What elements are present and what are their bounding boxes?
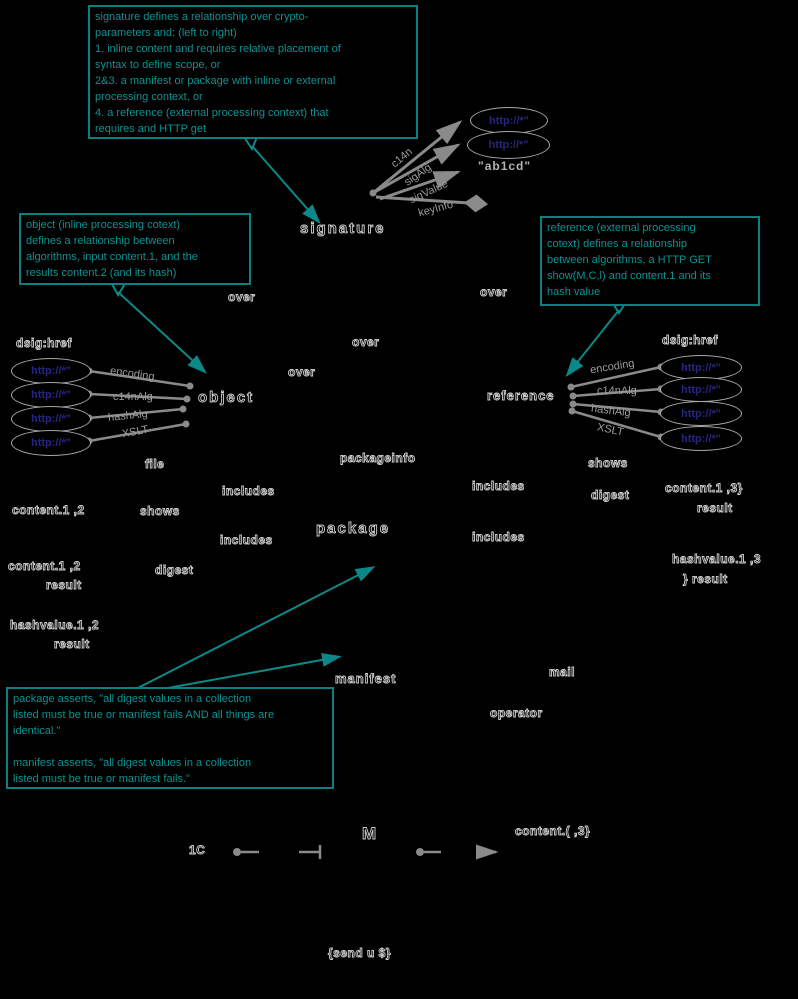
mail-label: mail — [549, 665, 576, 680]
url-ellipse: http://*" — [467, 131, 550, 159]
result-label: result — [54, 637, 90, 652]
shows-label: shows — [588, 456, 628, 471]
url-value: http://*" — [30, 365, 72, 377]
digest-label: digest — [591, 488, 630, 503]
url-value: http://*" — [680, 383, 722, 396]
manifest-node: manifest — [335, 671, 397, 687]
content-label: content.1 ,2 — [12, 503, 85, 518]
url-ellipse: http://*" — [660, 401, 742, 426]
content-label: content.1 ,2 — [8, 559, 81, 574]
operator-label: operator — [490, 706, 543, 721]
object-node: object — [198, 389, 255, 407]
url-ellipse: http://*" — [11, 382, 91, 408]
over-label: over — [228, 290, 256, 305]
includes-label: includes — [472, 479, 525, 494]
hashvalue-label: hashvalue.1 ,3 — [672, 552, 762, 567]
signature-value-literal: "ab1cd" — [478, 159, 532, 173]
url-ellipse: http://*" — [11, 430, 91, 456]
callout-arrows — [111, 136, 627, 693]
url-value: http://*" — [680, 361, 722, 374]
url-value: http://*" — [680, 407, 722, 420]
signature-note: signature defines a relationship over cr… — [88, 5, 418, 139]
url-value: http://*" — [30, 413, 72, 425]
result-label: result — [46, 578, 82, 593]
url-ellipse: http://*" — [11, 358, 91, 384]
edge-label-c14nalg: c14nAlg — [597, 385, 637, 397]
file-label: file — [145, 457, 165, 472]
over-label: over — [288, 365, 316, 380]
url-ellipse: http://*" — [470, 107, 548, 134]
hashvalue-label: hashvalue.1 ,2 — [10, 618, 100, 633]
result-label: result — [697, 501, 733, 516]
url-ellipse: http://*" — [11, 406, 91, 432]
over-label: over — [352, 335, 380, 350]
url-ellipse: http://*" — [660, 355, 742, 380]
url-value: http://*" — [488, 114, 530, 127]
includes-label: includes — [472, 530, 525, 545]
bottom-c1-label: 1C — [189, 843, 206, 858]
signature-edges — [369, 120, 488, 213]
package-node: package — [316, 520, 391, 538]
digest-label: digest — [155, 563, 194, 578]
object-note: object (inline processing cotext) define… — [19, 213, 251, 285]
url-value: http://*" — [30, 389, 72, 401]
signature-node: signature — [300, 220, 386, 238]
packageinfo-label: packageinfo — [340, 451, 416, 466]
url-value: http://*" — [30, 437, 72, 449]
bottom-content-label: content.( ,3} — [515, 824, 591, 839]
assertions-note: package asserts, "all digest values in a… — [6, 687, 334, 789]
url-value: http://*" — [488, 139, 529, 151]
includes-label: includes — [220, 533, 273, 548]
includes-label: includes — [222, 484, 275, 499]
content-label: content.1 ,3} — [665, 481, 743, 496]
edge-label-c14nalg: c14nAlg — [113, 391, 153, 403]
shows-label: shows — [140, 504, 180, 519]
url-ellipse: http://*" — [660, 377, 742, 402]
over-label: over — [480, 285, 508, 300]
url-value: http://*" — [680, 432, 722, 445]
reference-note: reference (external processing cotext) d… — [540, 216, 760, 306]
bottom-row-connectors — [233, 844, 499, 860]
reference-node: reference — [487, 388, 555, 404]
result-label: } result — [683, 572, 728, 587]
object-cluster-title: dsig:href — [16, 336, 72, 351]
bottom-m-label: M — [362, 824, 378, 844]
reference-cluster-title: dsig:href — [662, 333, 718, 348]
caption-label: {send u $} — [328, 946, 392, 961]
url-ellipse: http://*" — [660, 426, 742, 451]
